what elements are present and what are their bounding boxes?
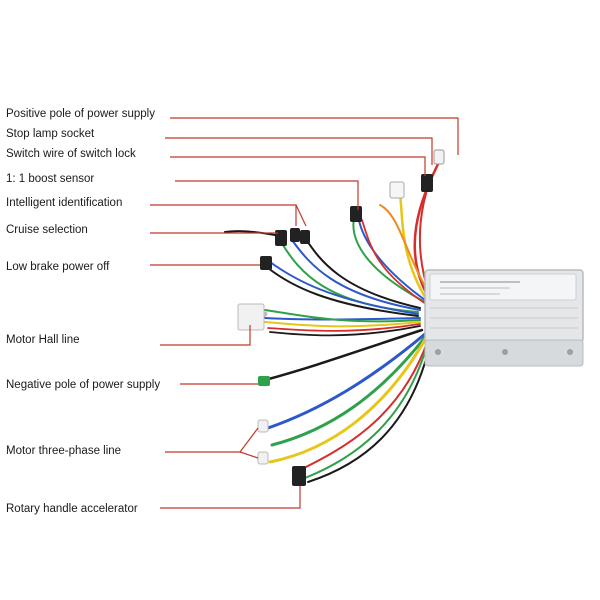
wire-red-sensor <box>361 219 427 305</box>
connector-power <box>389 181 405 199</box>
leader-three-phase-2 <box>239 451 259 459</box>
connector-switch <box>421 174 433 192</box>
wire-black-id <box>304 237 421 309</box>
wire-red-power <box>413 158 442 302</box>
wire-blue-brake <box>269 261 419 315</box>
leader-switch <box>170 156 426 176</box>
connector-hall <box>237 303 265 331</box>
connector-negative <box>258 376 270 386</box>
wire-red-throttle <box>299 339 429 471</box>
wire-black-brake <box>267 267 419 317</box>
label-stop-lamp: Stop lamp socket <box>6 128 95 140</box>
connector-brake <box>260 256 272 270</box>
leader-positive <box>170 117 459 155</box>
wire-red-hall <box>267 323 421 332</box>
connector-cruise <box>275 230 287 246</box>
leader-stop-lamp <box>165 137 433 165</box>
label-positive-pole: Positive pole of power supply <box>6 108 155 120</box>
wire-black-throttle <box>307 343 431 483</box>
wire-yellow-hall <box>264 321 421 328</box>
wire-orange-power <box>379 204 433 299</box>
label-cruise: Cruise selection <box>6 224 88 236</box>
wire-black-cruise <box>224 230 281 237</box>
wire-green-throttle <box>304 341 429 479</box>
leader-intelligent <box>150 204 297 226</box>
leader-intelligent-2 <box>295 204 307 227</box>
label-low-brake: Low brake power off <box>6 261 110 273</box>
label-motor-hall: Motor Hall line <box>6 334 80 346</box>
label-intelligent-id: Intelligent identification <box>6 197 123 209</box>
connector-phase-1 <box>257 419 269 433</box>
connector-throttle <box>292 466 306 486</box>
leader-boost <box>175 180 359 210</box>
wire-yellow-phase <box>268 336 428 464</box>
wire-green-hall <box>264 309 421 323</box>
wire-blue-phase <box>266 332 427 430</box>
connector-boost <box>350 206 362 222</box>
label-three-phase: Motor three-phase line <box>6 445 122 457</box>
wire-green-sensor <box>352 217 426 303</box>
connectors <box>237 149 445 486</box>
leader-three-phase <box>165 427 259 453</box>
label-rotary-handle: Rotary handle accelerator <box>6 503 138 515</box>
leader-hall <box>160 325 251 346</box>
connector-id-2 <box>300 230 310 244</box>
wire-green-phase <box>270 334 428 447</box>
leader-rotary <box>160 486 301 509</box>
wire-bundle <box>224 158 442 483</box>
label-switch-wire: Switch wire of switch lock <box>6 148 136 160</box>
label-negative-pole: Negative pole of power supply <box>6 379 161 391</box>
wire-black-negative <box>263 328 424 382</box>
leader-lines <box>150 117 459 509</box>
controller-box <box>424 269 584 367</box>
wire-blue-id <box>291 239 421 311</box>
wire-black-hall <box>269 325 421 337</box>
label-boost-sensor: 1: 1 boost sensor <box>6 173 95 185</box>
connector-phase-2 <box>257 451 269 465</box>
connector-id-1 <box>290 228 300 242</box>
connector-stop-lamp <box>433 149 445 165</box>
